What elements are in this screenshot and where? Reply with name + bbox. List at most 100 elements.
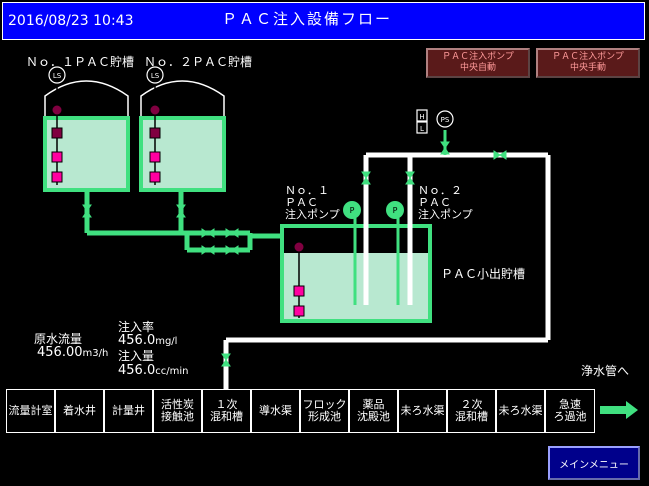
process-stage-10-line-1: ２次	[460, 398, 483, 411]
process-stage-9-text: 未ろ水渠	[401, 405, 445, 417]
process-stage-10[interactable]: ２次混和槽	[447, 389, 496, 433]
process-stage-6-text: 導水渠	[259, 405, 292, 417]
process-stage-12-line-1: 急速	[559, 398, 581, 411]
process-stage-7[interactable]: フロック形成池	[300, 389, 349, 433]
process-stage-1[interactable]: 流量計室	[6, 389, 55, 433]
raw-flow-reading: 456.00m3/h	[37, 345, 108, 360]
process-stage-3-line-1: 計量井	[112, 404, 145, 417]
ls-2-text: LS	[151, 72, 160, 80]
ls-1-text: LS	[53, 72, 62, 80]
pump-2-glyph: P	[393, 206, 398, 215]
process-stage-5-text: １次混和槽	[210, 399, 243, 423]
valve-8	[405, 171, 415, 185]
raw-flow-value: 456.00	[37, 345, 83, 360]
level-switch-2	[146, 66, 164, 84]
pump-2-label: Ｎｏ．２ ＰＡＣ 注入ポンプ	[418, 185, 473, 221]
ps-text: PS	[441, 116, 450, 124]
process-stage-7-line-2: 形成池	[308, 410, 341, 423]
process-stage-8-line-1: 薬品	[362, 398, 385, 411]
pump-manual-line1: ＰＡＣ注入ポンプ	[552, 52, 624, 62]
process-stage-5[interactable]: １次混和槽	[202, 389, 251, 433]
valve-2	[176, 204, 186, 218]
process-stage-5-line-1: １次	[215, 398, 238, 411]
process-stage-7-text: フロック形成池	[303, 399, 347, 423]
valve-1	[82, 204, 92, 218]
process-stage-12-text: 急速ろ過池	[554, 399, 587, 423]
high-text: H	[419, 113, 424, 121]
pump-1-label-line2: ＰＡＣ	[285, 196, 318, 209]
pump-1-glyph: P	[350, 206, 355, 215]
valve-11	[221, 353, 231, 367]
pump-1-label-line1: Ｎｏ．１	[285, 184, 329, 197]
pump-2-label-line3: 注入ポンプ	[418, 208, 473, 221]
process-stage-3[interactable]: 計量井	[104, 389, 153, 433]
main-menu-button[interactable]: メインメニュー	[548, 446, 640, 480]
low-text: L	[420, 125, 424, 133]
raw-flow-unit: m3/h	[82, 348, 109, 359]
title-bar	[2, 2, 645, 40]
raw-flow-label: 原水流量	[34, 332, 83, 346]
process-stage-11[interactable]: 未ろ水渠	[496, 389, 545, 433]
process-stage-1-text: 流量計室	[9, 405, 53, 417]
process-stage-9-line-1: 未ろ水渠	[400, 404, 445, 417]
process-stage-4[interactable]: 活性炭接触池	[153, 389, 202, 433]
process-stage-11-line-1: 未ろ水渠	[498, 404, 543, 417]
process-stage-10-line-2: 混和槽	[455, 410, 488, 423]
datetime: 2016/08/23 10:43	[8, 13, 134, 29]
amount-value: 456.0	[118, 363, 156, 378]
process-stage-4-line-1: 活性炭	[161, 398, 194, 411]
rate-value: 456.0	[118, 333, 156, 348]
pump-auto-line1: ＰＡＣ注入ポンプ	[442, 52, 514, 62]
pump-1-label-line3: 注入ポンプ	[285, 208, 340, 221]
rate-label: 注入率	[118, 320, 155, 334]
valve-3	[201, 228, 215, 238]
process-stage-2-line-1: 着水井	[63, 404, 96, 417]
rate-reading: 456.0mg/l	[118, 333, 177, 348]
rate-unit: mg/l	[155, 336, 178, 347]
pressure-switch	[436, 110, 454, 128]
valve-9	[440, 141, 450, 155]
valve-5	[201, 245, 215, 255]
pump-1: P	[343, 201, 361, 219]
process-stage-12[interactable]: 急速ろ過池	[545, 389, 595, 433]
amount-reading: 456.0cc/min	[118, 363, 188, 378]
outlet-label: 浄水管へ	[581, 364, 630, 378]
process-stage-10-text: ２次混和槽	[455, 399, 488, 423]
small-tank-label: ＰＡＣ小出貯槽	[441, 267, 526, 281]
hl-box-low	[416, 121, 428, 134]
valve-6	[225, 245, 239, 255]
pump-auto-button[interactable]: ＰＡＣ注入ポンプ 中央自動	[426, 48, 530, 78]
process-stage-6-line-1: 導水渠	[259, 404, 292, 417]
process-stage-9[interactable]: 未ろ水渠	[398, 389, 447, 433]
pump-2-label-line2: ＰＡＣ	[418, 196, 451, 209]
level-switch-1	[48, 66, 66, 84]
process-stage-5-line-2: 混和槽	[210, 410, 243, 423]
process-stage-2-text: 着水井	[63, 405, 96, 417]
tank-2-label: Ｎｏ．２ＰＡＣ貯槽	[144, 55, 253, 69]
process-stage-6[interactable]: 導水渠	[251, 389, 300, 433]
pump-manual-button[interactable]: ＰＡＣ注入ポンプ 中央手動	[536, 48, 640, 78]
process-stage-3-text: 計量井	[112, 405, 145, 417]
pump-auto-line2: 中央自動	[459, 63, 496, 73]
amount-label: 注入量	[118, 349, 155, 363]
process-stage-4-line-2: 接触池	[161, 410, 194, 423]
green-pipes	[84, 190, 282, 253]
process-stage-8-text: 薬品沈殿池	[357, 399, 390, 423]
valve-7	[361, 171, 371, 185]
amount-unit: cc/min	[155, 366, 189, 377]
process-stage-8-line-2: 沈殿池	[357, 410, 390, 423]
process-stage-4-text: 活性炭接触池	[161, 399, 194, 423]
level-indicators	[51, 104, 305, 317]
pump-2: P	[386, 201, 404, 219]
tank-1-label: Ｎｏ．１ＰＡＣ貯槽	[26, 55, 135, 69]
process-stage-11-text: 未ろ水渠	[499, 405, 543, 417]
pump-2-label-line1: Ｎｏ．２	[418, 184, 462, 197]
instruments	[48, 66, 454, 134]
pump-manual-line2: 中央手動	[569, 63, 606, 73]
process-stage-1-line-1: 流量計室	[8, 404, 53, 417]
process-stage-8[interactable]: 薬品沈殿池	[349, 389, 398, 433]
process-stage-12-line-2: ろ過池	[553, 410, 587, 423]
process-stage-2[interactable]: 着水井	[55, 389, 104, 433]
